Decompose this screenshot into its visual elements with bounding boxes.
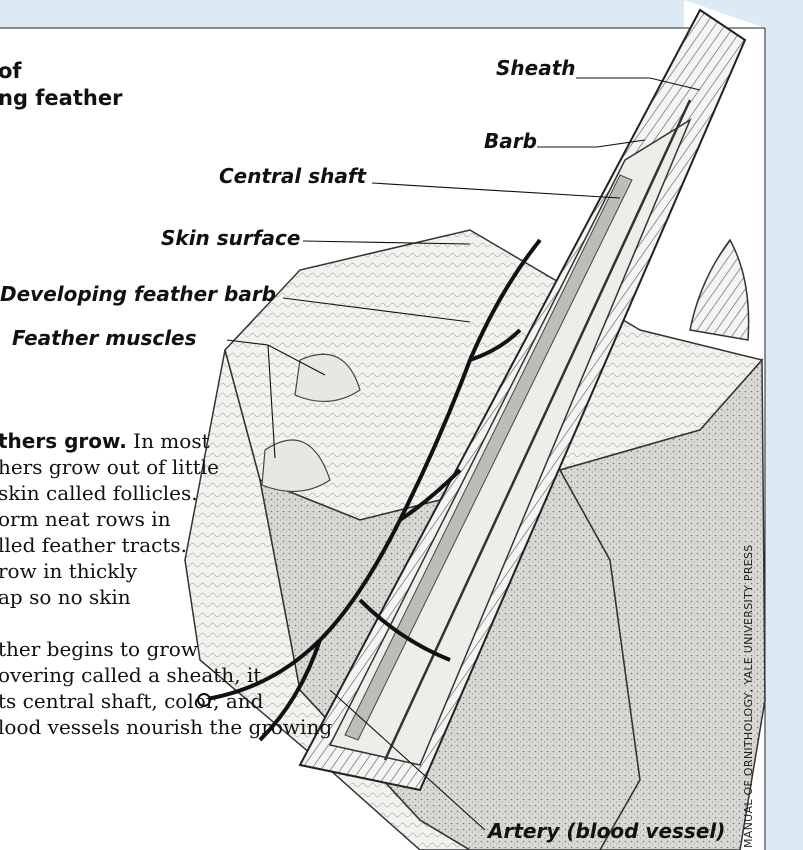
title-line-1: of	[0, 58, 122, 85]
body-line-3: skin called follicles.	[0, 480, 332, 506]
title-line-2: ng feather	[0, 85, 122, 112]
label-skin-surface: Skin surface	[161, 228, 300, 248]
diagram-title: of ng feather	[0, 58, 122, 112]
label-feather-muscles: Feather muscles	[12, 328, 197, 348]
body-lead: thers grow.	[0, 429, 127, 453]
label-artery: Artery (blood vessel)	[488, 821, 725, 841]
body-paragraph: thers grow. In most hers grow out of lit…	[0, 428, 332, 740]
image-credit: MANUAL OF ORNITHOLOGY, YALE UNIVERSITY P…	[742, 544, 755, 848]
label-sheath: Sheath	[496, 58, 576, 78]
body-line-6: row in thickly	[0, 558, 332, 584]
label-developing-feather-barb: Developing feather barb	[0, 284, 276, 304]
body-line-1: thers grow. In most	[0, 428, 332, 454]
body-line-9: overing called a sheath, it	[0, 662, 332, 688]
label-central-shaft: Central shaft	[219, 166, 366, 186]
body-text-1: In most	[127, 429, 210, 453]
body-line-10: ts central shaft, color, and	[0, 688, 332, 714]
body-line-4: orm neat rows in	[0, 506, 332, 532]
body-line-8: ther begins to grow	[0, 636, 332, 662]
body-line-7: ap so no skin	[0, 584, 332, 610]
body-line-2: hers grow out of little	[0, 454, 332, 480]
body-line-5: lled feather tracts.	[0, 532, 332, 558]
body-line-11: lood vessels nourish the growing	[0, 714, 332, 740]
label-barb: Barb	[484, 131, 537, 151]
